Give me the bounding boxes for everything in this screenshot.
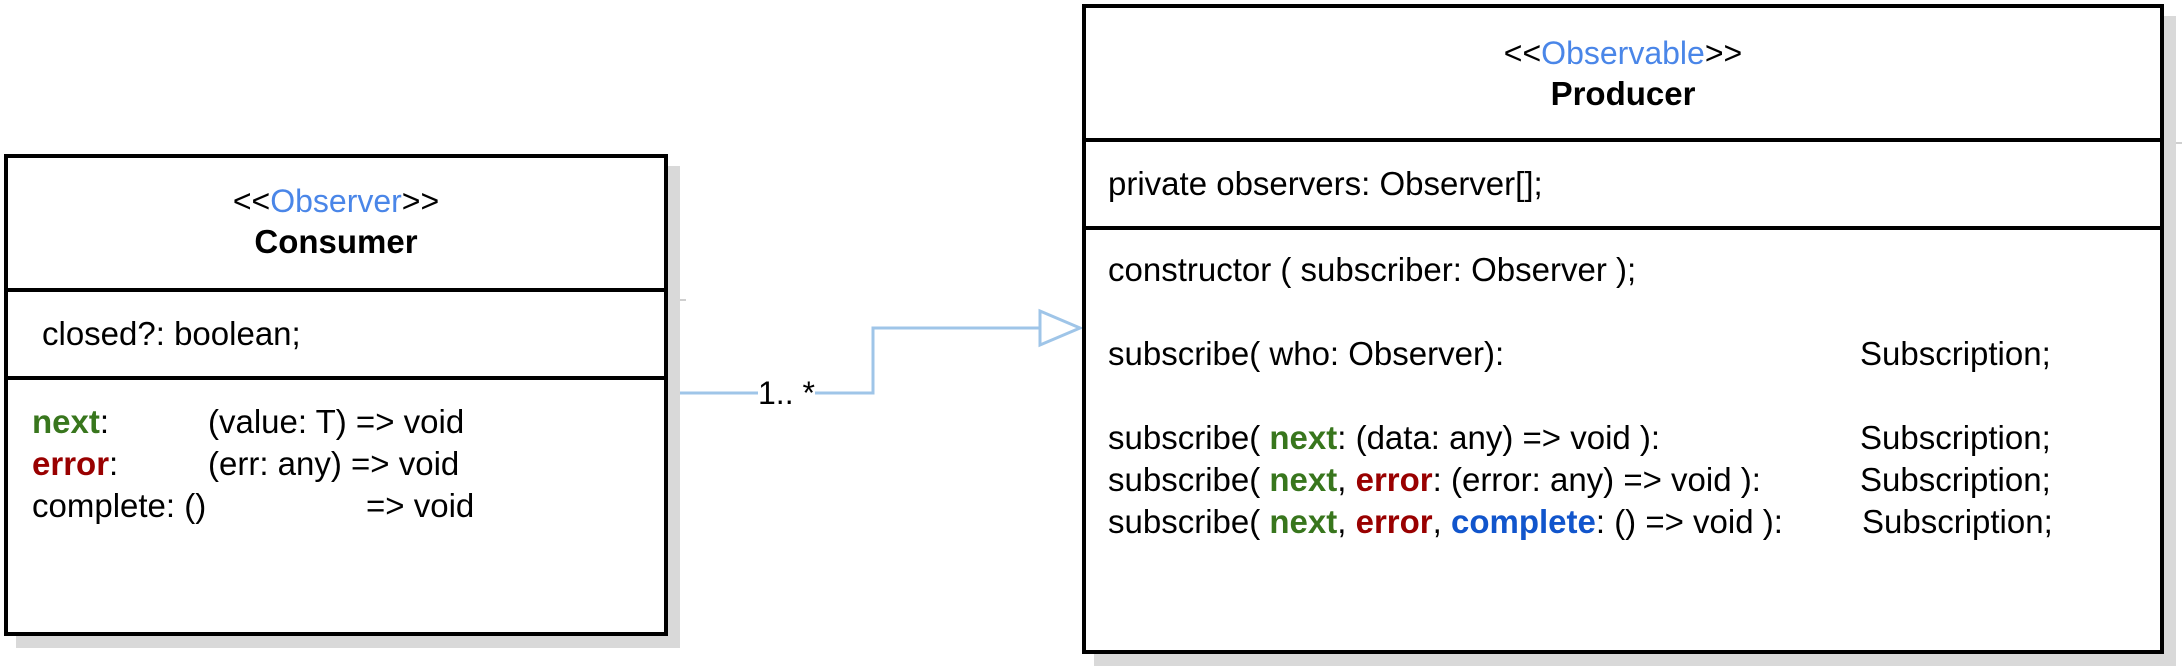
error-keyword: error (32, 445, 110, 482)
association-line (666, 326, 1040, 395)
next-keyword: next (32, 403, 100, 440)
producer-constructor: constructor ( subscriber: Observer ); (1108, 251, 1637, 288)
error-signature: (err: any) => void (208, 445, 460, 482)
producer-class[interactable]: <<Observable>> Producer private observer… (1082, 4, 2164, 654)
producer-attribute-divider (1086, 226, 2160, 230)
multiplicity-label: 1.. * (758, 374, 815, 412)
producer-stereotype: <<Observable>> (1503, 35, 1743, 71)
error-keyword: error (1355, 503, 1433, 540)
next-keyword: next (1269, 419, 1338, 456)
producer-method-subscribe-next: subscribe( next: (data: any) => void ): … (1108, 417, 2051, 459)
consumer-attribute-closed: closed?: boolean; (42, 315, 301, 352)
consumer-class-name: Consumer (254, 223, 418, 260)
next-keyword: next (1269, 461, 1338, 498)
producer-method-subscribe-next-error-complete: subscribe( next, error, complete: () => … (1108, 501, 2053, 543)
complete-keyword: complete (1450, 503, 1596, 540)
edge-tick-consumer (666, 299, 686, 301)
complete-signature: => void (366, 487, 475, 524)
subscribe-next-return: Subscription; (1860, 419, 2051, 456)
producer-attribute-observers: private observers: Observer[]; (1108, 165, 1543, 202)
consumer-method-complete: complete: () => void (32, 485, 474, 527)
producer-class-name: Producer (1550, 75, 1696, 112)
next-signature: (value: T) => void (208, 403, 465, 440)
producer-method-subscribe-next-error: subscribe( next, error: (error: any) => … (1108, 459, 2051, 501)
observer-stereotype-word: Observer (270, 183, 402, 219)
producer-method-subscribe-who: subscribe( who: Observer): Subscription; (1108, 333, 2051, 375)
subscribe-who-return: Subscription; (1860, 335, 2051, 372)
consumer-attribute-divider (8, 376, 664, 380)
consumer-method-error: error: (err: any) => void (32, 443, 459, 485)
observable-stereotype-word: Observable (1541, 35, 1705, 71)
consumer-stereotype: <<Observer>> (232, 183, 440, 219)
producer-name-divider (1086, 138, 2160, 142)
next-keyword: next (1269, 503, 1338, 540)
subscribe-next-error-return: Subscription; (1860, 461, 2051, 498)
subscribe-full-return: Subscription; (1862, 503, 2053, 540)
consumer-class[interactable]: <<Observer>> Consumer closed?: boolean; … (4, 154, 668, 636)
error-keyword: error (1355, 461, 1433, 498)
edge-tick-producer (2162, 142, 2182, 144)
realization-arrowhead (1038, 308, 1084, 348)
consumer-method-next: next: (value: T) => void (32, 401, 464, 443)
complete-label: complete: () (32, 487, 207, 524)
consumer-name-divider (8, 288, 664, 292)
